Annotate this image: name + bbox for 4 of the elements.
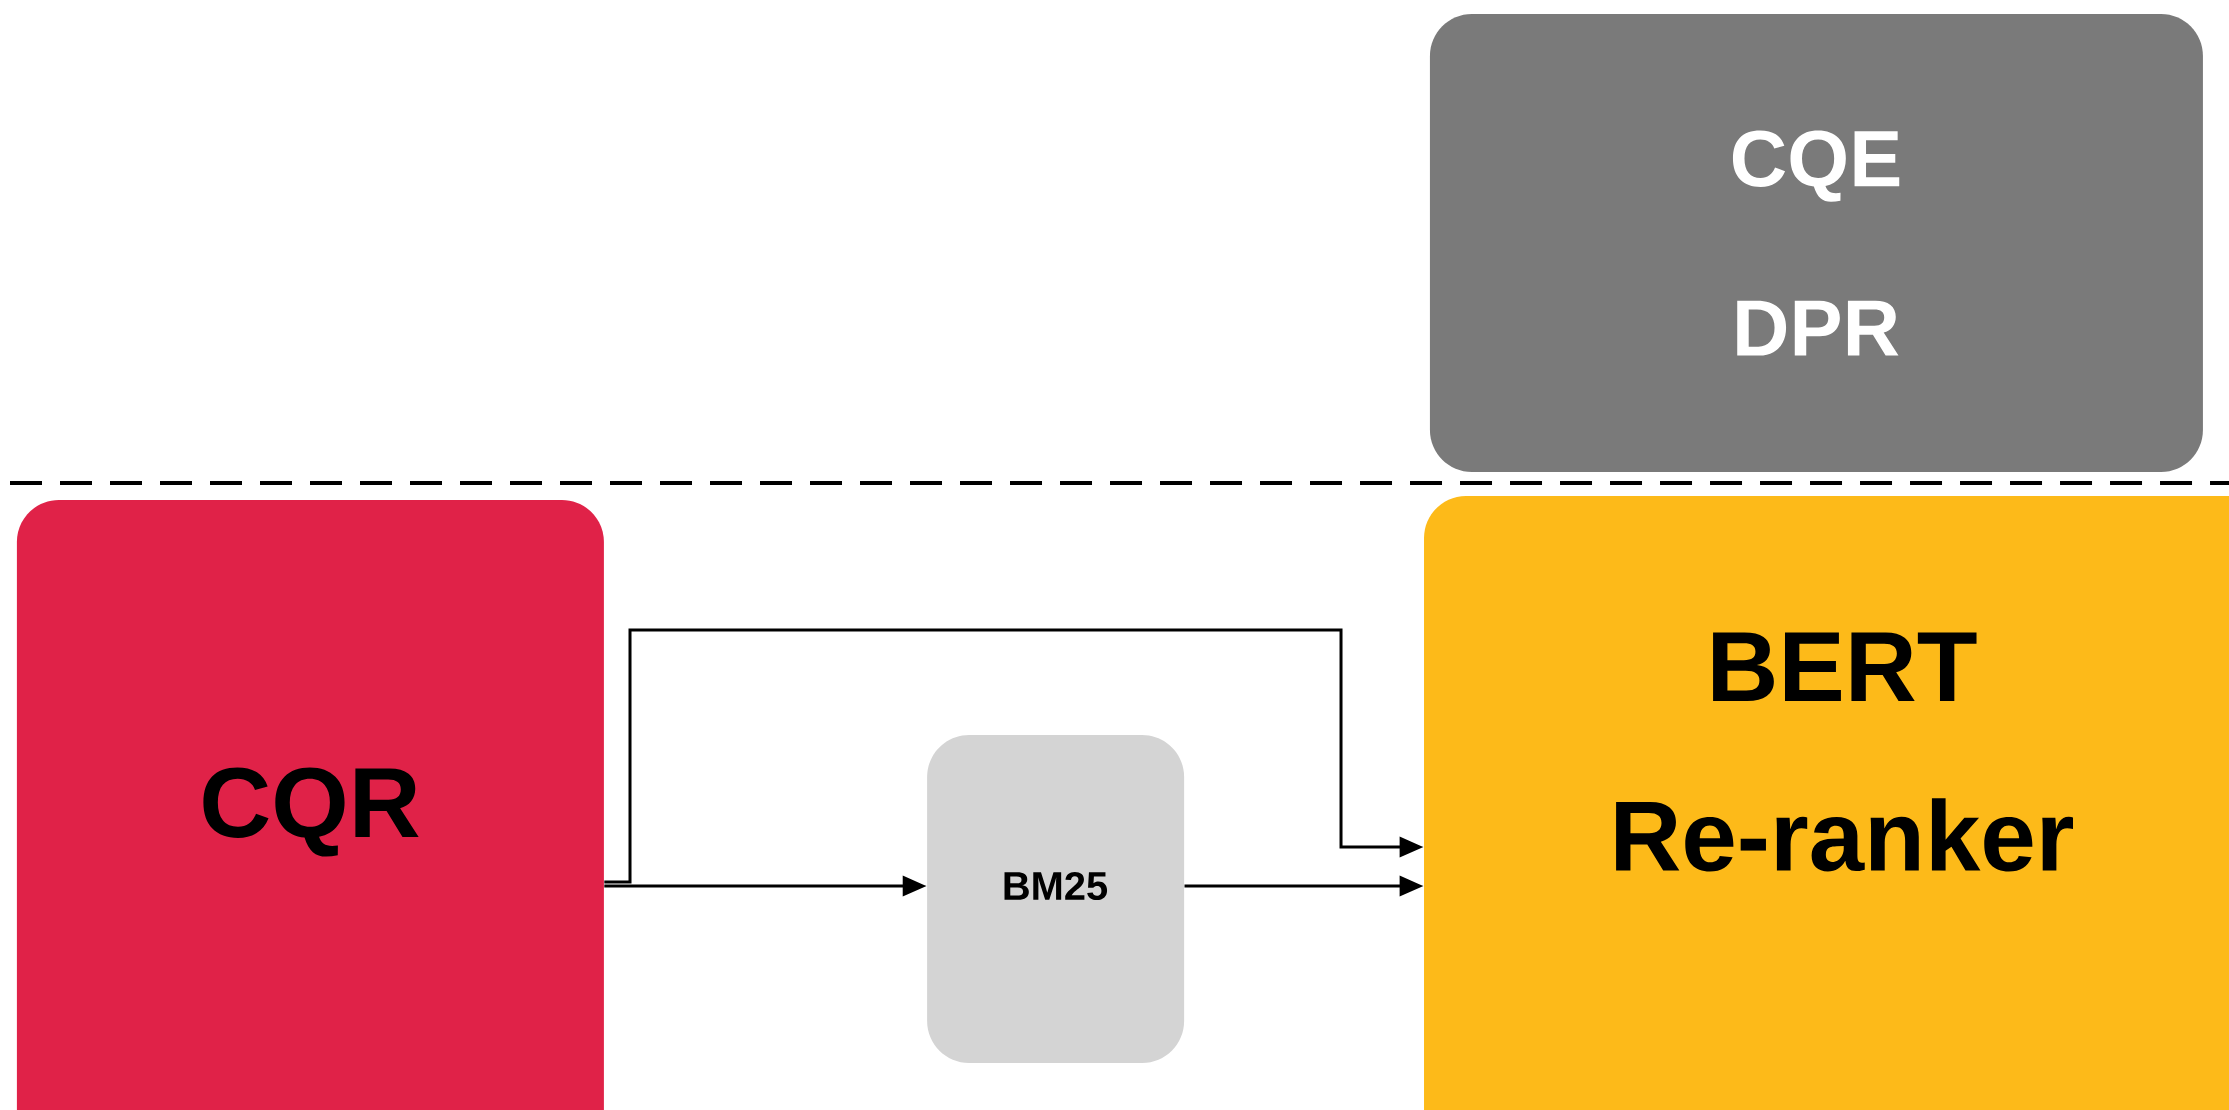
process-box: CQR [16, 500, 604, 1110]
process-box: BM25 [927, 735, 1185, 1063]
process-box: BERT Re-ranker [1424, 496, 2229, 1110]
process-box: CQE DPR [1429, 14, 2203, 472]
